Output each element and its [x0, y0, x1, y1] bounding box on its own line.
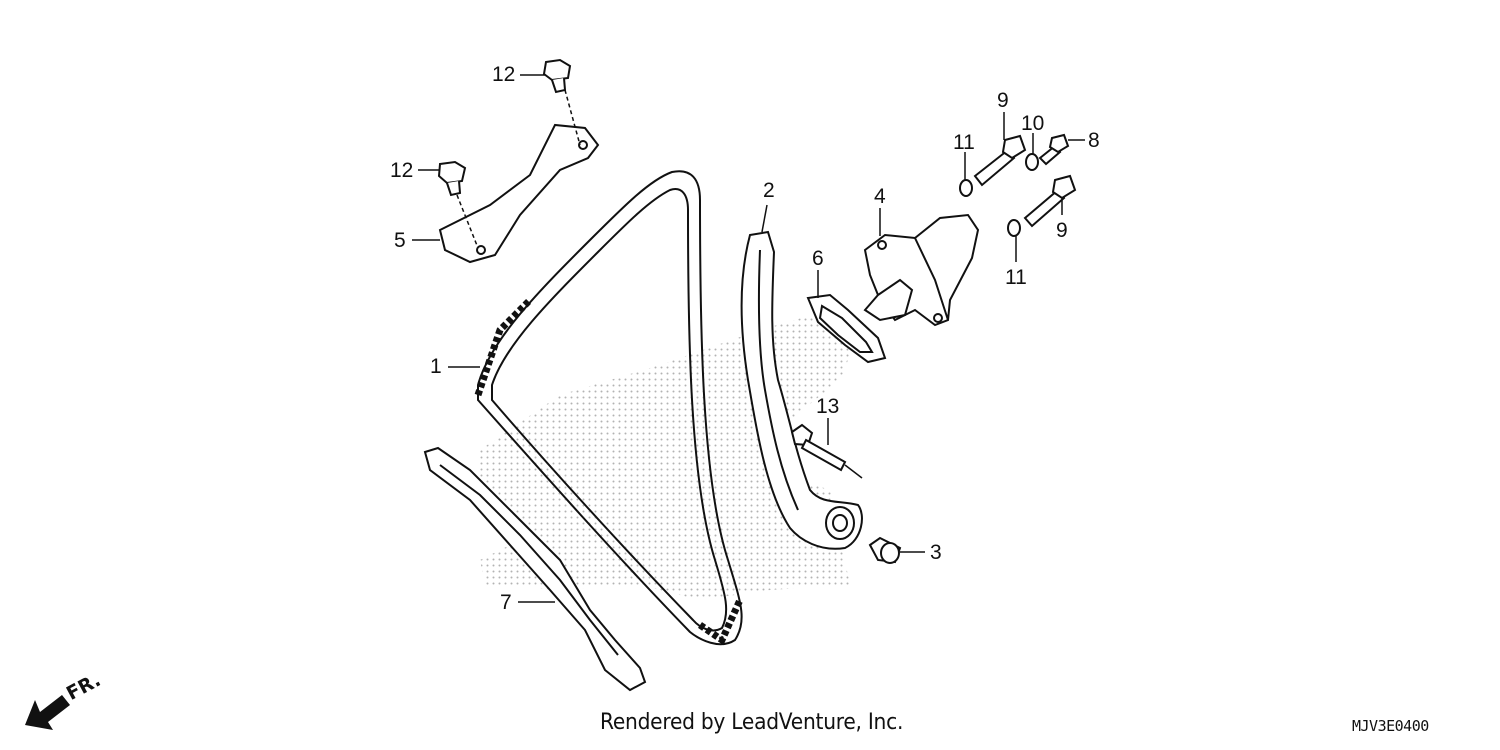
front-direction-arrow-icon — [25, 695, 70, 730]
callout-11-upper: 11 — [953, 131, 975, 154]
bolt-9-lower — [1023, 174, 1077, 228]
diagram-code: MJV3E0400 — [1352, 717, 1429, 735]
callout-9-lower: 9 — [1056, 219, 1068, 242]
callout-11-lower: 11 — [1005, 266, 1027, 289]
callout-1: 1 — [430, 355, 442, 378]
callout-8: 8 — [1088, 129, 1100, 152]
tensioner-arm — [740, 230, 863, 550]
callout-6: 6 — [812, 247, 824, 270]
callout-12-left: 12 — [390, 159, 414, 182]
cam-chain — [474, 170, 744, 646]
collar — [868, 536, 902, 564]
leader-lines — [412, 74, 1085, 603]
washer-10 — [1025, 153, 1039, 171]
callout-5: 5 — [394, 229, 406, 252]
washer-11-lower — [1007, 219, 1021, 237]
bolt-9-upper — [973, 134, 1027, 187]
callout-13: 13 — [816, 395, 840, 418]
callout-7: 7 — [500, 591, 512, 614]
chain-guide — [423, 446, 647, 692]
bolt-12-top — [542, 58, 572, 94]
bolt-13 — [790, 423, 847, 472]
gasket — [806, 293, 887, 364]
tensioner-lifter — [863, 213, 980, 327]
bolt-8 — [1038, 133, 1070, 166]
bolt-12-left — [437, 160, 467, 197]
callout-12-top: 12 — [492, 63, 516, 86]
render-credit: Rendered by LeadVenture, Inc. — [600, 710, 904, 735]
callout-10: 10 — [1021, 112, 1045, 135]
callout-2: 2 — [763, 179, 775, 202]
washer-11-upper — [959, 179, 973, 197]
callout-4: 4 — [874, 185, 886, 208]
guide-plate — [438, 123, 600, 264]
callout-3: 3 — [930, 541, 942, 564]
callout-9-upper: 9 — [997, 89, 1009, 112]
